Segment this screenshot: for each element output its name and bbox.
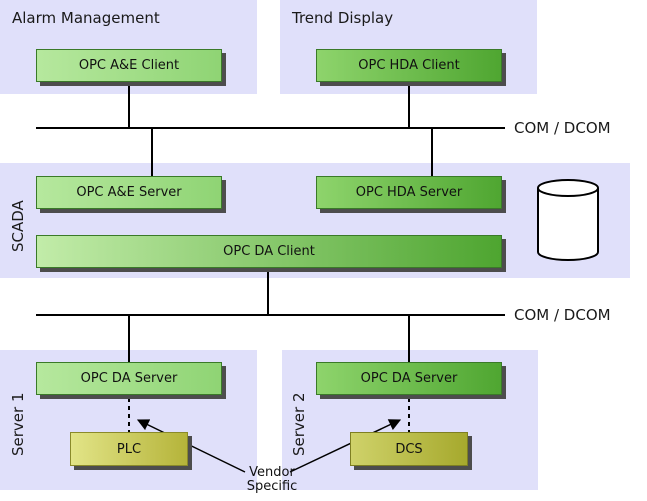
vendor-specific-annotation: Vendor Specific bbox=[232, 466, 312, 494]
opc-ae-server-box: OPC A&E Server bbox=[36, 176, 222, 209]
dcs-box: DCS bbox=[350, 432, 468, 466]
trend-display-title: Trend Display bbox=[292, 9, 394, 27]
annotation-line-2: Specific bbox=[246, 479, 298, 494]
annotation-line-1: Vendor bbox=[249, 465, 295, 480]
alarm-management-title: Alarm Management bbox=[12, 9, 160, 27]
vendor-arrow-right bbox=[289, 419, 402, 473]
opc-da-server-1-box: OPC DA Server bbox=[36, 362, 222, 395]
vendor-arrow-left bbox=[136, 419, 246, 473]
database-cylinder-icon bbox=[537, 179, 599, 261]
opc-hda-server-box: OPC HDA Server bbox=[316, 176, 502, 209]
opc-ae-client-box: OPC A&E Client bbox=[36, 49, 222, 82]
plc-box: PLC bbox=[70, 432, 188, 466]
opc-hda-client-box: OPC HDA Client bbox=[316, 49, 502, 82]
bottom-bus-label: COM / DCOM bbox=[514, 306, 611, 324]
opc-da-server-2-box: OPC DA Server bbox=[316, 362, 502, 395]
opc-da-client-box: OPC DA Client bbox=[36, 235, 502, 268]
top-bus-label: COM / DCOM bbox=[514, 119, 611, 137]
